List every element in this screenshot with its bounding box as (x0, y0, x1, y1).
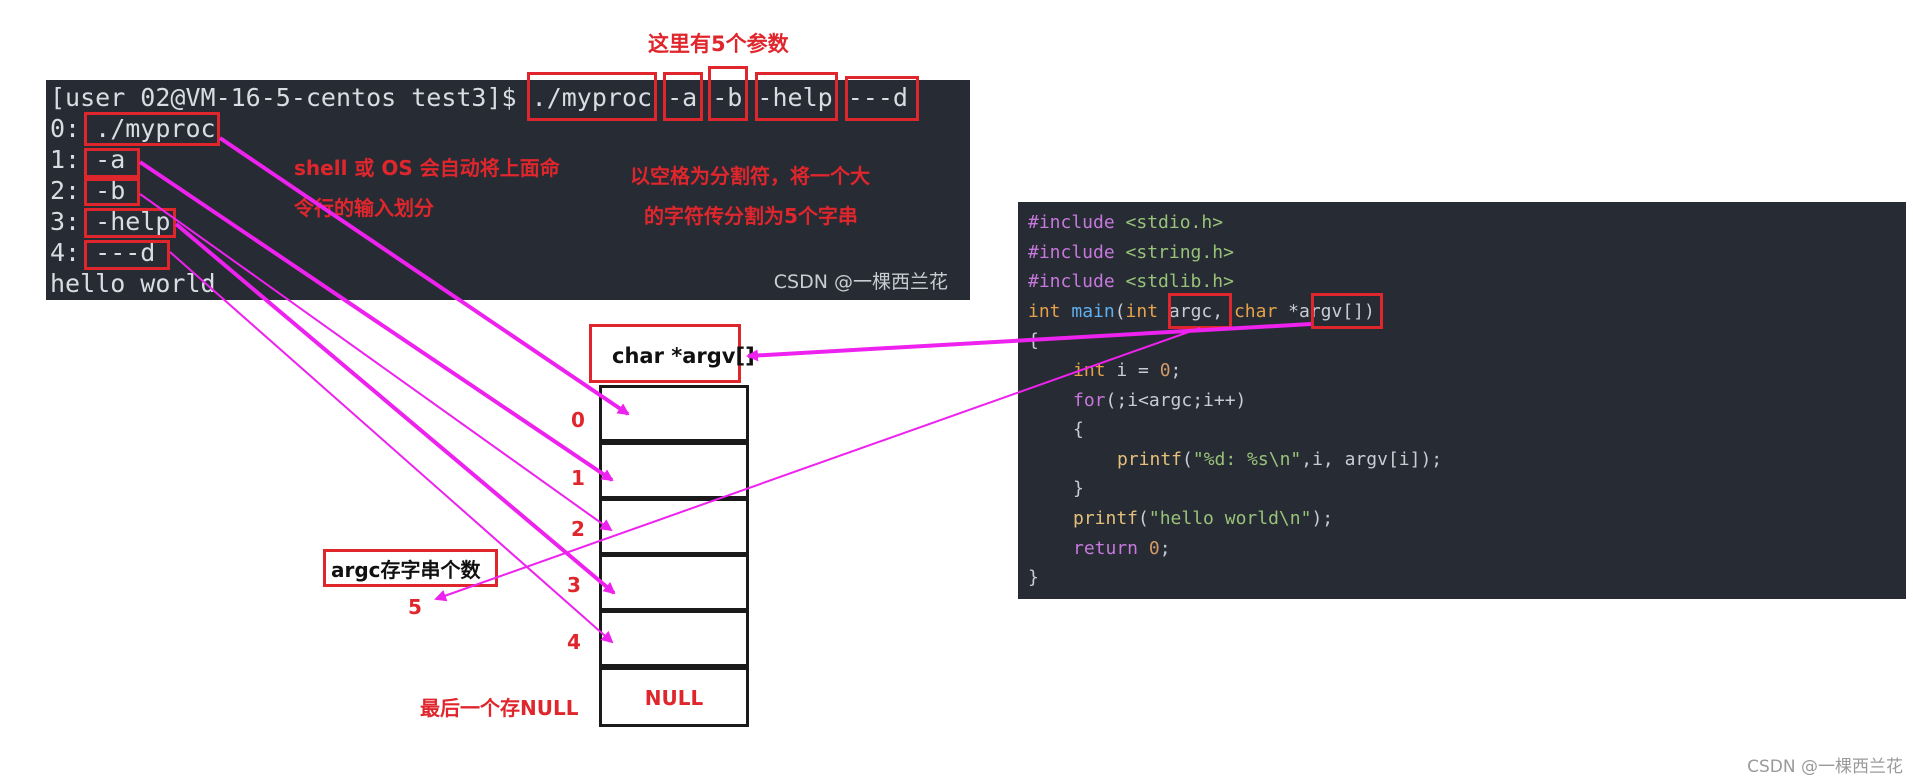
code-line-inner-close: } (1073, 474, 1084, 504)
terminal-output: [user 02@VM-16-5-centos test3]$ ./myproc… (46, 80, 970, 300)
code-token: #include (1028, 241, 1115, 263)
argv-index-0: 0 (571, 408, 585, 432)
arrow-myproc-to-cell0 (218, 136, 630, 416)
highlight-line-d (84, 240, 170, 270)
terminal-command: [user 02@VM-16-5-centos test3]$ ./myproc… (50, 83, 908, 112)
code-token: char (1233, 300, 1278, 322)
code-line-close: } (1028, 563, 1039, 593)
code-token: "hello world\n" (1148, 508, 1312, 529)
highlight-a-cmd (663, 72, 703, 121)
code-token: <stdlib.h> (1114, 271, 1234, 293)
code-token: ( (1182, 448, 1193, 470)
highlight-help-cmd (755, 72, 838, 121)
code-token: ; (1170, 360, 1182, 381)
code-token: printf (1117, 448, 1183, 470)
code-line-include-2: #include <string.h> (1028, 238, 1234, 268)
code-line-include-1: #include <stdio.h> (1028, 208, 1223, 238)
code-token: , (1212, 300, 1234, 322)
code-line-printf-2: printf("hello world\n"); (1073, 504, 1333, 534)
arrow-argc-to-value (434, 327, 1201, 602)
note-shell-line1: shell 或 OS 会自动将上面命 (294, 156, 560, 180)
code-token: (;i<argc;i++) (1105, 389, 1247, 411)
argc-box (323, 549, 498, 587)
code-token: ( (1114, 300, 1126, 322)
argv-null-label: 最后一个存NULL (420, 696, 579, 720)
code-line-return: return 0; (1073, 534, 1171, 564)
note-split-line1: 以空格为分割符，将一个大 (630, 164, 870, 188)
code-token: 0 (1159, 360, 1171, 381)
code-token: int (1125, 300, 1159, 322)
code-token: ( (1138, 508, 1149, 529)
code-token: { (1073, 419, 1084, 441)
argv-index-3: 3 (567, 573, 581, 597)
argv-title: char *argv[] (612, 344, 755, 368)
code-line-inner-open: { (1073, 415, 1084, 445)
argv-cell-null: NULL (599, 667, 749, 727)
code-token: i = (1105, 360, 1160, 381)
code-token: } (1073, 478, 1084, 500)
terminal-line-3: 3: -help (50, 207, 171, 236)
code-token: 0 (1138, 537, 1160, 559)
arrow-a-to-cell1 (138, 160, 614, 482)
code-token: "%d: %s\n" (1192, 448, 1302, 470)
code-token: int (1028, 300, 1061, 322)
note-split-line2: 的字符传分割为5个字串 (644, 204, 858, 228)
argc-value: 5 (408, 595, 422, 619)
highlight-argv-param (1311, 293, 1383, 329)
argv-index-2: 2 (571, 517, 585, 541)
terminal-line-hello: hello world (50, 269, 216, 298)
note-shell-line2: 令行的输入划分 (294, 196, 434, 220)
code-token: for (1073, 389, 1106, 411)
code-token: <string.h> (1114, 241, 1234, 263)
highlight-d-cmd (845, 76, 919, 121)
code-line-main: int main(int argc, char *argv[]) (1028, 297, 1375, 327)
highlight-argc-param (1168, 293, 1232, 329)
code-token: * (1277, 300, 1299, 322)
code-token: ) (1364, 300, 1375, 322)
terminal-watermark: CSDN @一棵西兰花 (773, 271, 948, 293)
argc-label: argc存字串个数 (331, 558, 481, 582)
argv-title-box (589, 324, 741, 383)
highlight-line-a (84, 148, 140, 178)
arrow-help-to-cell3 (174, 222, 616, 595)
code-block: #include <stdio.h> #include <string.h> #… (1018, 202, 1906, 599)
argv-cell-0 (599, 385, 749, 442)
code-line-printf-1: printf("%d: %s\n",i, argv[i]); (1117, 445, 1442, 475)
code-token: #include (1028, 271, 1115, 293)
code-token: argc (1158, 300, 1213, 322)
highlight-b-cmd (708, 66, 748, 121)
watermark: CSDN @一棵西兰花 (1747, 757, 1903, 777)
code-token: return (1073, 537, 1139, 559)
argv-null-value: NULL (644, 686, 704, 710)
arrow-d-to-cell4 (169, 251, 614, 644)
code-token: argv[] (1298, 300, 1365, 322)
arrow-argv-to-array (746, 322, 1312, 362)
code-token: ,i, argv[i]); (1301, 448, 1443, 470)
code-token: <stdio.h> (1114, 212, 1224, 233)
code-token: printf (1073, 508, 1139, 529)
code-token: } (1028, 567, 1039, 589)
terminal-line-0: 0: ./myproc (50, 114, 216, 143)
code-line-include-3: #include <stdlib.h> (1028, 267, 1234, 297)
top-caption: 这里有5个参数 (648, 32, 789, 56)
argv-index-4: 4 (567, 630, 581, 654)
code-line-for: for(;i<argc;i++) (1073, 386, 1246, 416)
highlight-line-help (84, 208, 176, 238)
argv-cell-4 (599, 610, 749, 667)
code-token: ; (1159, 537, 1171, 559)
code-token: main (1060, 300, 1115, 322)
highlight-myproc-cmd (527, 72, 657, 121)
code-token: ); (1311, 508, 1334, 529)
highlight-line-myproc (84, 112, 220, 146)
highlight-line-b (84, 178, 140, 206)
arrow-b-to-cell2 (139, 193, 613, 532)
argv-index-1: 1 (571, 466, 585, 490)
code-token: #include (1028, 212, 1115, 233)
